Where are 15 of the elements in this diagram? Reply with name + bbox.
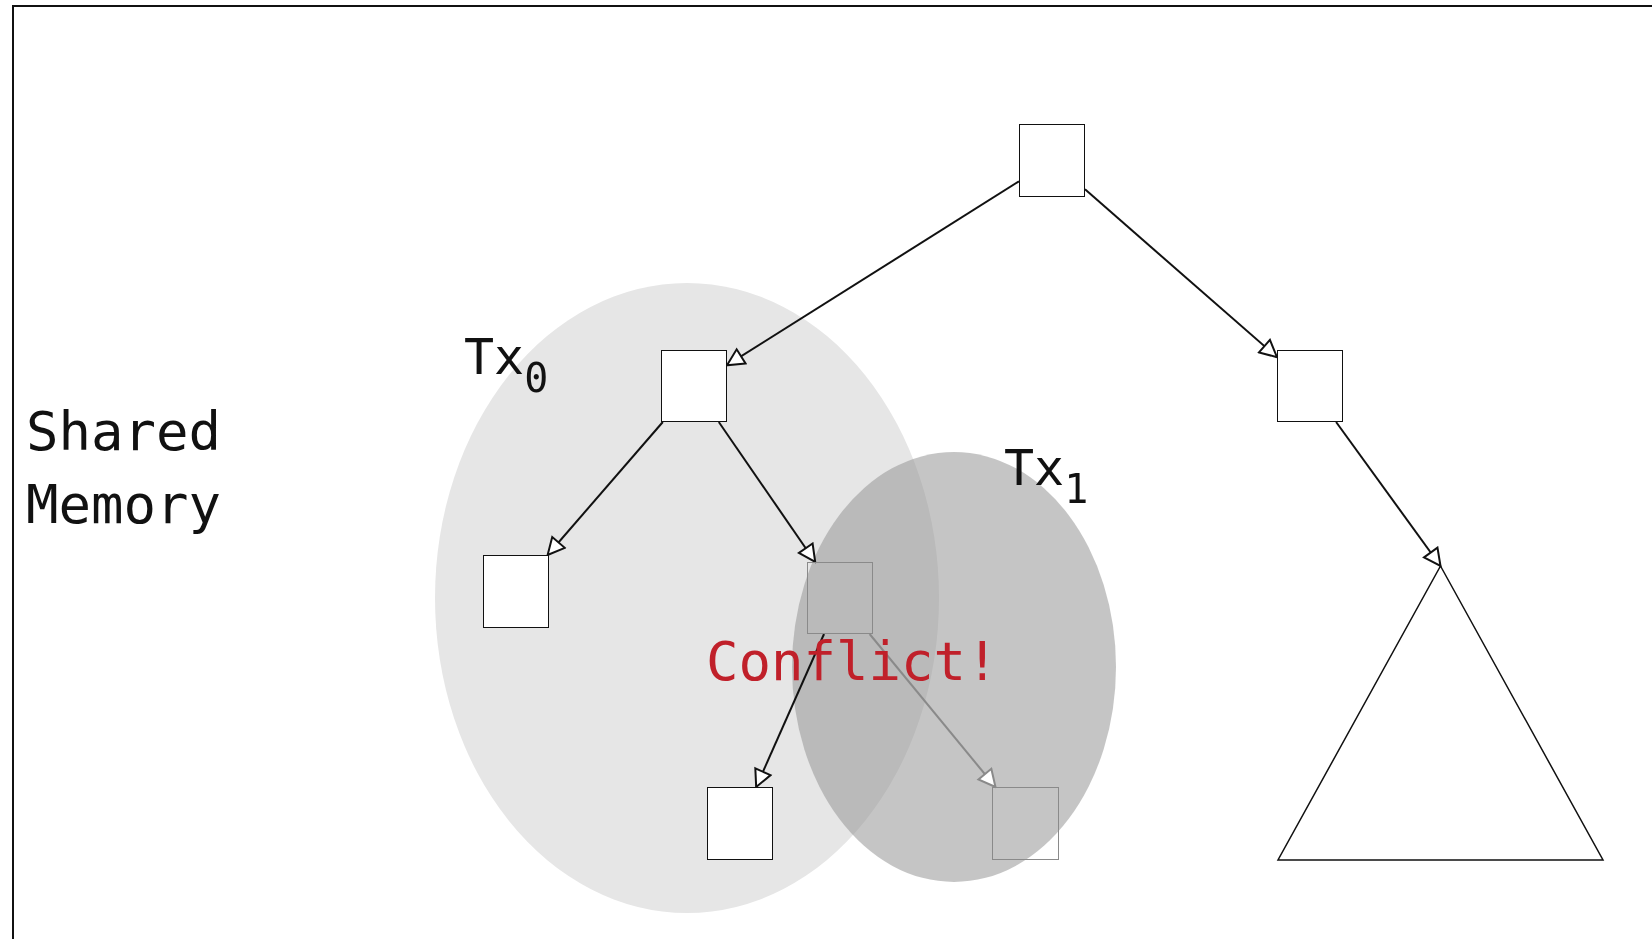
arrow: [1335, 421, 1442, 567]
arrow: [1084, 188, 1278, 359]
tree-node-box: [661, 350, 727, 422]
tree-node-box: [707, 787, 773, 860]
arrow: [726, 180, 1020, 367]
arrow: [546, 421, 664, 556]
memory-label: Shared Memory: [26, 399, 223, 538]
tree-node-box: [807, 562, 873, 634]
arrow: [717, 421, 817, 563]
tree-node-box: [483, 555, 549, 628]
tree-node-box: [1277, 350, 1343, 422]
transaction-label: Tx$_{1}$: [1004, 439, 1089, 512]
tree-node-box: [1019, 124, 1085, 197]
transaction-label: Tx$_{0}$: [464, 328, 549, 401]
tree-node-box: [992, 787, 1059, 860]
